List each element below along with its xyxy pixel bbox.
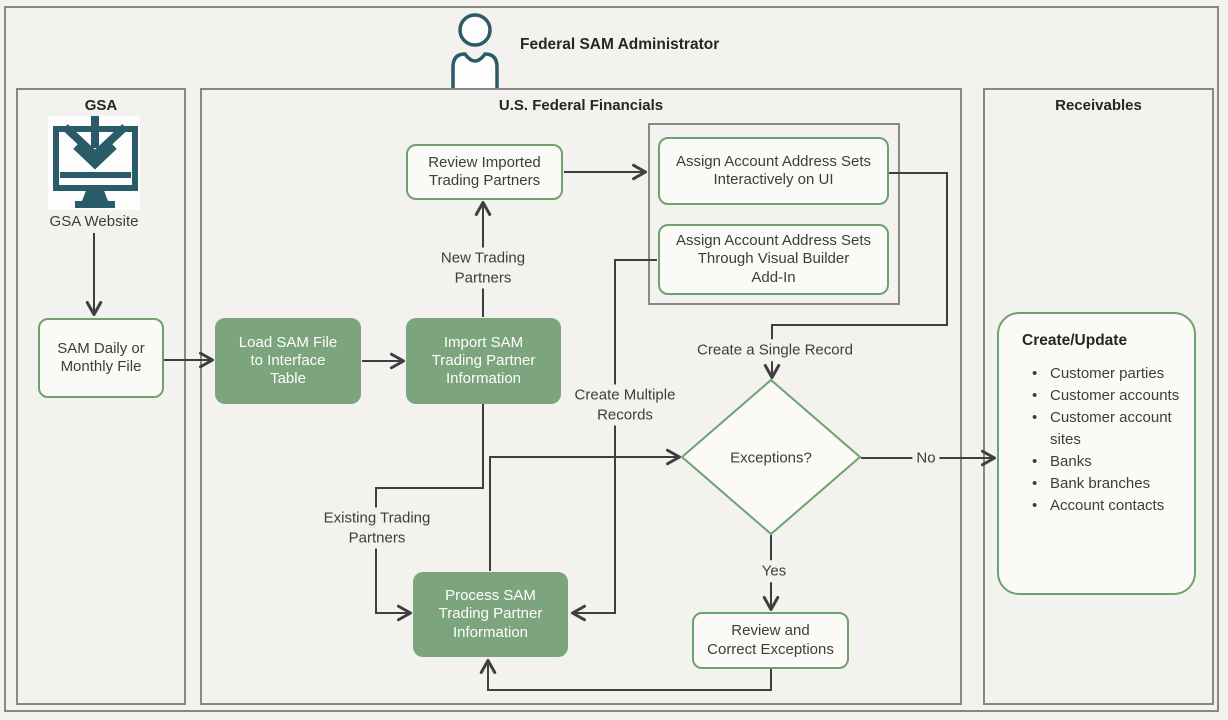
lane-gsa: GSA (16, 88, 186, 705)
list-item: Account contacts (999, 495, 1194, 517)
node-assign-interactively: Assign Account Address Sets Interactivel… (658, 137, 889, 205)
edge-label-create-single: Create a Single Record (693, 339, 857, 361)
list-item: Bank branches (999, 473, 1194, 495)
lane-financials: U.S. Federal Financials (200, 88, 962, 705)
edge-label-existing-trading-partners: Existing Trading Partners (319, 507, 435, 549)
list-item: Customer parties (999, 363, 1194, 385)
list-item: Customer account sites (999, 407, 1194, 450)
create-update-list: Customer parties Customer accounts Custo… (999, 363, 1194, 516)
list-item: Customer accounts (999, 385, 1194, 407)
lane-receivables-title: Receivables (1055, 97, 1142, 114)
gsa-website-label: GSA Website (49, 213, 139, 230)
node-load-sam-file: Load SAM File to Interface Table (215, 318, 361, 404)
edge-label-new-trading-partners: New Trading Partners (436, 247, 530, 289)
lane-financials-title: U.S. Federal Financials (498, 97, 664, 114)
person-icon (447, 9, 503, 88)
node-exceptions-label: Exceptions? (730, 449, 812, 467)
node-review-correct-exceptions: Review and Correct Exceptions (692, 612, 849, 669)
page-title: Federal SAM Administrator (520, 36, 720, 53)
edge-label-no: No (912, 447, 940, 469)
edge-label-yes: Yes (757, 560, 791, 582)
edge-label-create-multiple: Create Multiple Records (570, 384, 680, 426)
node-assign-visual-builder: Assign Account Address Sets Through Visu… (658, 224, 889, 295)
outer-frame (4, 6, 1219, 712)
node-review-imported: Review Imported Trading Partners (406, 144, 563, 200)
create-update-title: Create/Update (1022, 332, 1128, 349)
node-create-update: Create/Update Customer parties Customer … (997, 312, 1196, 595)
list-item: Banks (999, 451, 1194, 473)
download-website-icon (48, 116, 140, 210)
lane-gsa-title: GSA (84, 97, 118, 114)
lane-receivables: Receivables (983, 88, 1214, 705)
node-import-sam: Import SAM Trading Partner Information (406, 318, 561, 404)
node-sam-daily-monthly-file: SAM Daily or Monthly File (38, 318, 164, 398)
node-process-sam: Process SAM Trading Partner Information (413, 572, 568, 657)
